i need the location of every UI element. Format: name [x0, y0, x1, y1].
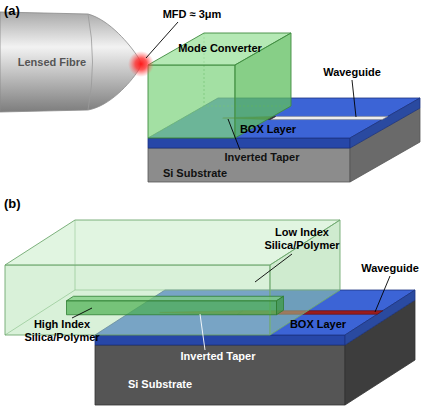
box-layer-front — [95, 335, 345, 345]
box-layer-front — [148, 138, 350, 148]
leader-line — [375, 276, 390, 312]
waveguide-strip — [270, 116, 388, 119]
leader-line — [352, 80, 356, 117]
mode-converter-front — [148, 65, 235, 138]
part-label: Inverted Taper — [168, 350, 268, 363]
part-label: Waveguide — [312, 66, 392, 79]
part-label: Mode Converter — [170, 42, 270, 55]
part-label: MFD ≈ 3μm — [147, 8, 237, 21]
part-label: Lensed Fibre — [7, 56, 97, 69]
leader-line — [146, 22, 178, 58]
leader-line — [228, 119, 240, 150]
part-label: Inverted Taper — [212, 151, 312, 164]
substrate-front — [95, 345, 345, 405]
core-side — [277, 296, 284, 315]
part-label: Si Substrate — [110, 378, 210, 391]
part-label: Low Index Silica/Polymer — [257, 226, 347, 252]
leader-line — [72, 308, 92, 318]
hidden-edge — [148, 33, 291, 138]
leader-line — [200, 314, 205, 350]
box-layer-side — [345, 290, 415, 345]
part-label: Waveguide — [353, 262, 425, 275]
fibre-edge — [88, 14, 93, 110]
core-front — [67, 301, 277, 315]
part-label: BOX Layer — [278, 318, 358, 331]
lensed-fibre — [0, 12, 141, 112]
light-spot — [128, 51, 154, 77]
leader-line — [255, 254, 292, 282]
substrate-front — [148, 148, 350, 182]
box-layer-side — [350, 98, 420, 148]
part-label: Si Substrate — [150, 167, 240, 180]
part-label: BOX Layer — [228, 123, 308, 136]
panel-letter: (b) — [4, 196, 44, 211]
core-top — [67, 296, 284, 301]
panel-letter: (a) — [4, 3, 44, 18]
part-label: High Index Silica/Polymer — [15, 318, 110, 344]
